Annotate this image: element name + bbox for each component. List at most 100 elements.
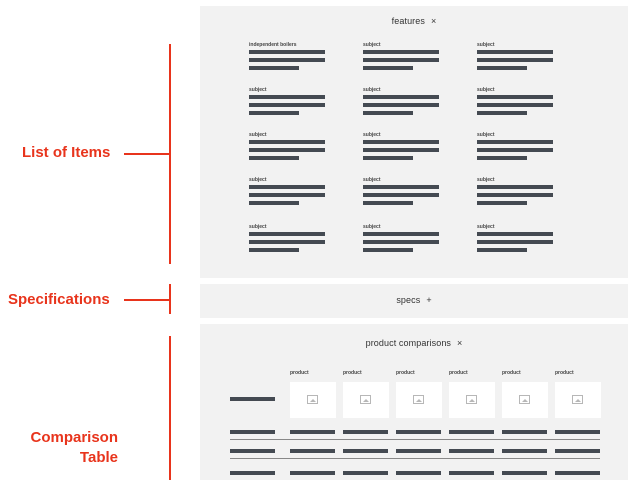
feature-item: subject xyxy=(477,87,557,119)
text-placeholder-bar xyxy=(363,240,439,244)
text-placeholder-bar xyxy=(363,148,439,152)
text-placeholder-bar xyxy=(477,240,553,244)
product-image-placeholder[interactable] xyxy=(290,382,336,418)
feature-item: independent boilers xyxy=(249,42,329,74)
annotation-connector xyxy=(124,153,170,155)
table-cell-placeholder-bar xyxy=(396,449,441,453)
collapse-icon[interactable]: × xyxy=(457,338,463,348)
comparison-panel-header[interactable]: product comparisons × xyxy=(200,338,628,348)
feature-item-label: subject xyxy=(477,132,495,138)
comparison-title: product comparisons xyxy=(365,338,452,348)
feature-item: subject xyxy=(249,177,329,209)
feature-item-label: subject xyxy=(477,224,495,230)
feature-item: subject xyxy=(249,132,329,164)
text-placeholder-bar xyxy=(363,232,439,236)
text-placeholder-bar xyxy=(363,248,413,252)
expand-icon[interactable]: + xyxy=(426,295,432,305)
text-placeholder-bar xyxy=(477,58,553,62)
table-cell-placeholder-bar xyxy=(449,471,494,475)
feature-item-label: independent boilers xyxy=(249,42,297,48)
annotation-bracket xyxy=(169,284,171,314)
feature-item: subject xyxy=(249,87,329,119)
text-placeholder-bar xyxy=(249,156,299,160)
text-placeholder-bar xyxy=(249,111,299,115)
feature-item: subject xyxy=(363,132,443,164)
feature-item-label: subject xyxy=(363,132,381,138)
features-panel-header[interactable]: features × xyxy=(200,16,628,26)
table-cell-placeholder-bar xyxy=(343,430,388,434)
product-image-placeholder[interactable] xyxy=(343,382,389,418)
table-cell-placeholder-bar xyxy=(502,449,547,453)
text-placeholder-bar xyxy=(249,201,299,205)
feature-item: subject xyxy=(477,42,557,74)
feature-item-label: subject xyxy=(249,87,267,93)
row-header-placeholder-bar xyxy=(230,397,275,401)
text-placeholder-bar xyxy=(477,103,553,107)
specs-panel-header[interactable]: specs+ xyxy=(200,295,628,305)
product-column: product xyxy=(343,370,390,418)
product-label: product xyxy=(555,370,574,376)
feature-item: subject xyxy=(477,132,557,164)
feature-item-label: subject xyxy=(477,42,495,48)
text-placeholder-bar xyxy=(363,58,439,62)
product-image-placeholder[interactable] xyxy=(502,382,548,418)
text-placeholder-bar xyxy=(249,240,325,244)
feature-item-label: subject xyxy=(249,224,267,230)
product-column: product xyxy=(290,370,337,418)
product-column: product xyxy=(449,370,496,418)
text-placeholder-bar xyxy=(363,95,439,99)
annotation-comparison-table: Comparison Table xyxy=(0,428,118,468)
text-placeholder-bar xyxy=(477,66,527,70)
text-placeholder-bar xyxy=(477,95,553,99)
collapse-icon[interactable]: × xyxy=(430,16,437,26)
feature-item: subject xyxy=(363,177,443,209)
text-placeholder-bar xyxy=(363,140,439,144)
text-placeholder-bar xyxy=(477,232,553,236)
annotation-bracket xyxy=(169,336,171,480)
image-icon xyxy=(466,395,477,404)
text-placeholder-bar xyxy=(477,248,527,252)
image-icon xyxy=(572,395,583,404)
text-placeholder-bar xyxy=(249,140,325,144)
table-cell-placeholder-bar xyxy=(343,471,388,475)
feature-item: subject xyxy=(363,224,443,256)
product-label: product xyxy=(343,370,362,376)
text-placeholder-bar xyxy=(249,95,325,99)
product-label: product xyxy=(502,370,521,376)
annotation-comparison-line2: Table xyxy=(79,449,118,466)
text-placeholder-bar xyxy=(477,201,527,205)
features-title: features xyxy=(391,16,425,26)
table-cell-placeholder-bar xyxy=(449,430,494,434)
text-placeholder-bar xyxy=(477,50,553,54)
feature-item: subject xyxy=(249,224,329,256)
text-placeholder-bar xyxy=(363,201,413,205)
text-placeholder-bar xyxy=(249,193,325,197)
table-cell-placeholder-bar xyxy=(555,430,600,434)
image-icon xyxy=(307,395,318,404)
feature-item-label: subject xyxy=(363,42,381,48)
annotation-connector xyxy=(124,299,170,301)
text-placeholder-bar xyxy=(249,232,325,236)
product-image-placeholder[interactable] xyxy=(555,382,601,418)
row-header-placeholder-bar xyxy=(230,430,275,434)
feature-item-label: subject xyxy=(477,87,495,93)
text-placeholder-bar xyxy=(477,148,553,152)
feature-item-label: subject xyxy=(363,87,381,93)
text-placeholder-bar xyxy=(249,58,325,62)
product-label: product xyxy=(449,370,468,376)
text-placeholder-bar xyxy=(249,103,325,107)
image-icon xyxy=(360,395,371,404)
row-header-placeholder-bar xyxy=(230,449,275,453)
product-image-placeholder[interactable] xyxy=(449,382,495,418)
text-placeholder-bar xyxy=(363,66,413,70)
specs-panel: specs+ xyxy=(200,284,628,318)
table-cell-placeholder-bar xyxy=(396,471,441,475)
table-cell-placeholder-bar xyxy=(396,430,441,434)
text-placeholder-bar xyxy=(363,185,439,189)
product-column: product xyxy=(502,370,549,418)
text-placeholder-bar xyxy=(249,50,325,54)
product-image-placeholder[interactable] xyxy=(396,382,442,418)
feature-item-label: subject xyxy=(249,132,267,138)
features-panel: features × independent boilers subject subj… xyxy=(200,6,628,278)
product-column: product xyxy=(396,370,443,418)
